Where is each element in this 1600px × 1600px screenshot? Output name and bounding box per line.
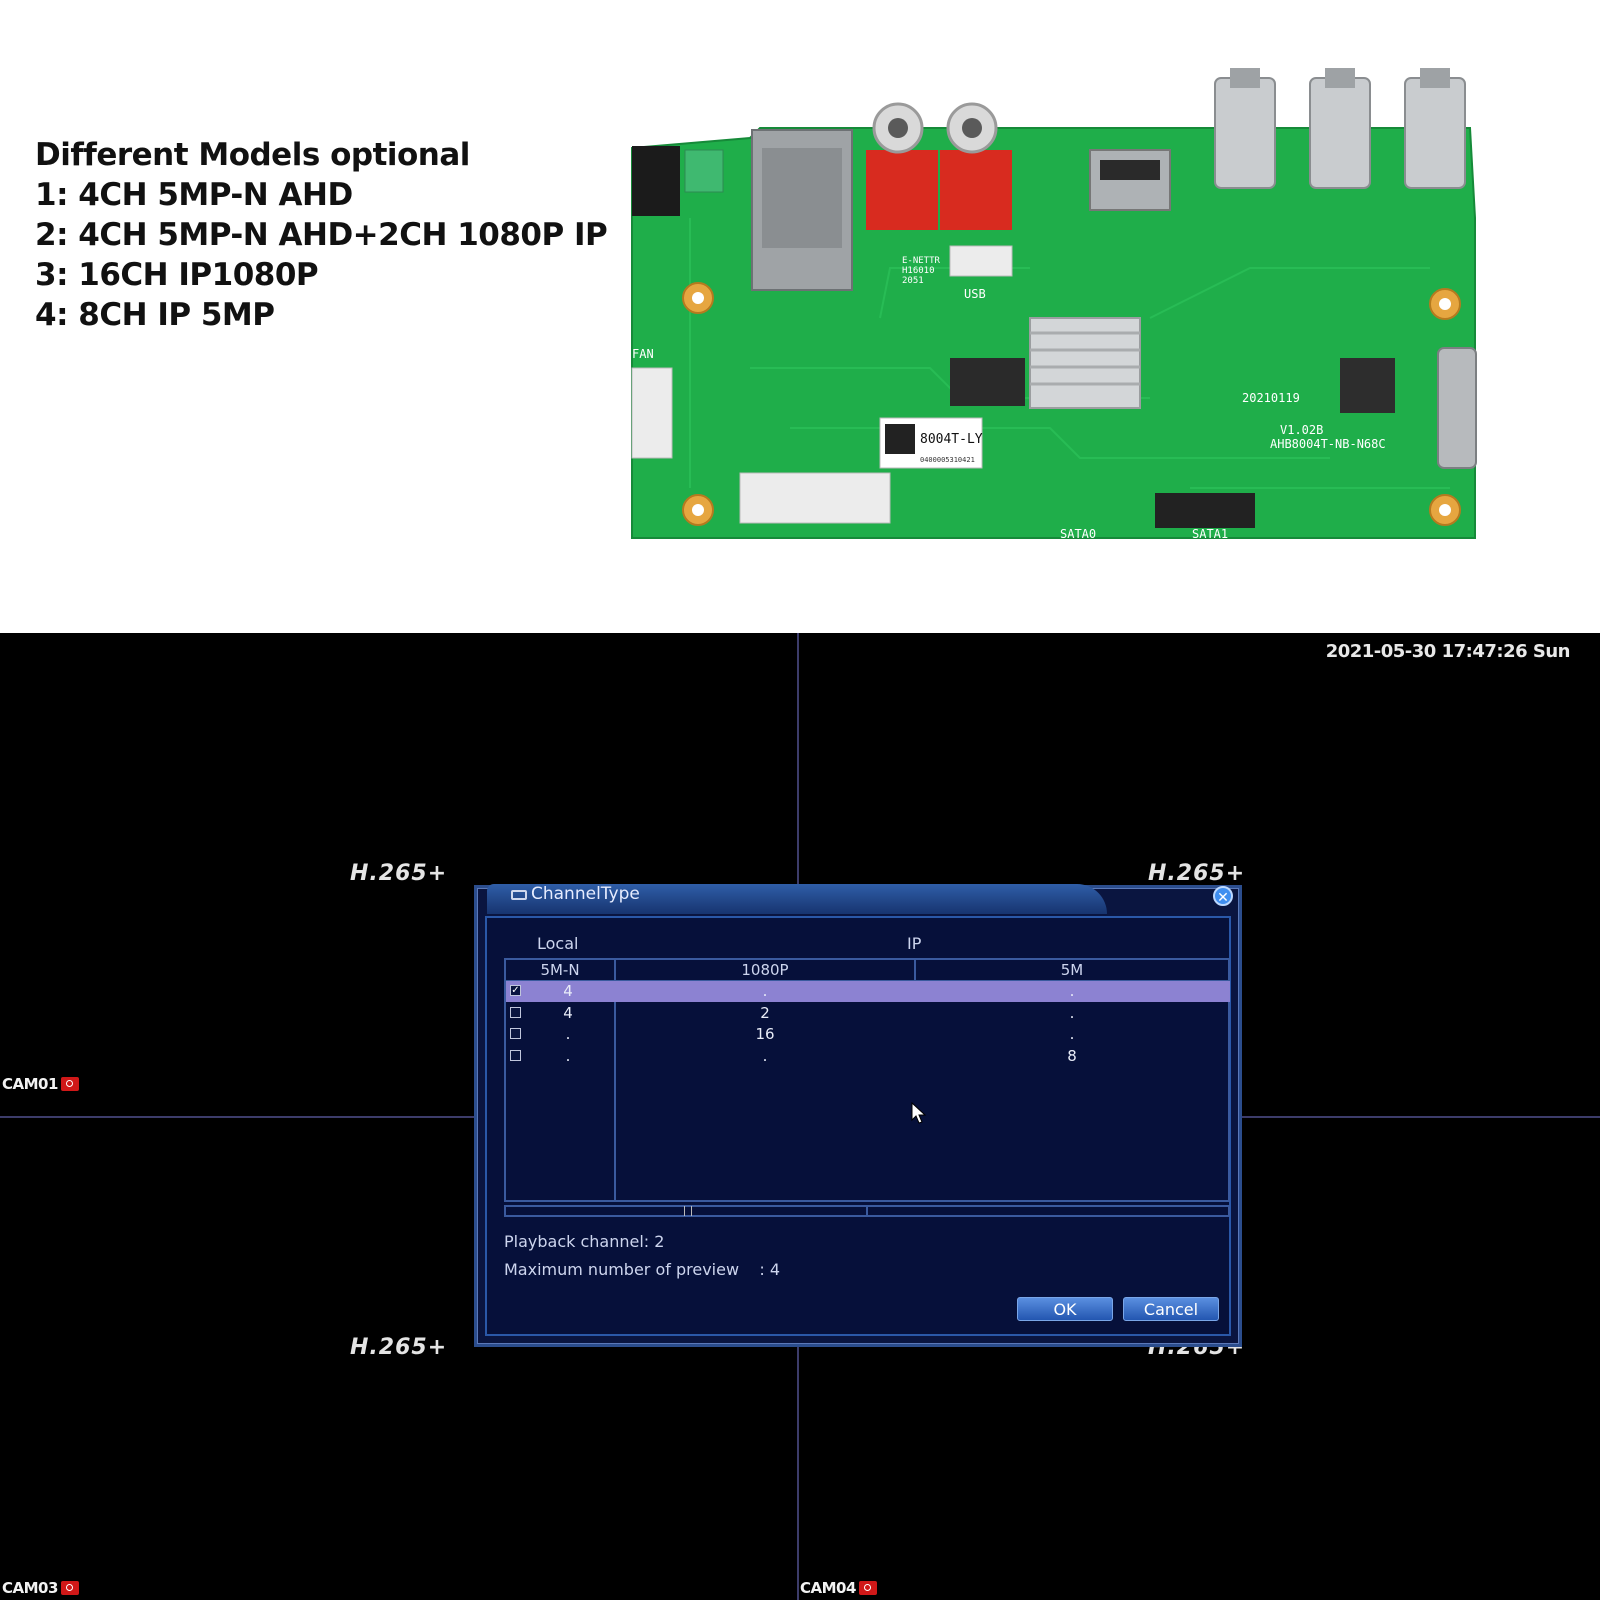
playback-channel-text: Playback channel: 2 (504, 1232, 665, 1251)
dvr-board-image: 8004T-LY 0400005310421 AHB8004T-NB-N68C … (630, 68, 1510, 558)
header-divider (506, 980, 1228, 981)
group-local-label: Local (537, 934, 579, 953)
row-checkbox[interactable]: ✓ (510, 985, 521, 996)
board-label-model: 8004T-LY (920, 432, 983, 447)
board-silk-date: 20210119 (1242, 391, 1300, 405)
table-row[interactable]: . 16 . (506, 1024, 1230, 1045)
board-silk-part: AHB8004T-NB-N68C (1270, 437, 1386, 451)
camera-label-cam03: CAM03 (2, 1579, 79, 1597)
model-option-4: 4: 8CH IP 5MP (35, 297, 275, 333)
column-divider (614, 960, 616, 1200)
table-row[interactable]: . . 8 (506, 1046, 1230, 1067)
dvr-monitor-screen: 2021-05-30 17:47:26 Sun H.265+ H.265+ H.… (0, 633, 1600, 1600)
horizontal-scrollbar[interactable] (504, 1205, 1230, 1217)
camera-label-cam04: CAM04 (800, 1579, 877, 1597)
system-datetime: 2021-05-30 17:47:26 Sun (1325, 641, 1571, 662)
codec-label-3: H.265+ (350, 1335, 448, 1360)
channel-type-dialog: ChannelType ✕ Local IP 5M-N 1080P 5M ✓ 4… (474, 884, 1242, 1347)
board-silk-sata1: SATA1 (1192, 527, 1228, 541)
camera-name: CAM04 (800, 1579, 856, 1597)
model-option-2: 2: 4CH 5MP-N AHD+2CH 1080P IP (35, 217, 608, 253)
group-ip-label: IP (907, 934, 922, 953)
codec-label-2: H.265+ (1148, 861, 1246, 886)
cell-5m: . (1069, 1025, 1075, 1043)
cell-5m-n: 4 (563, 982, 573, 1000)
dialog-title-bar[interactable]: ChannelType (487, 884, 1107, 914)
camera-label-cam01: CAM01 (2, 1075, 79, 1093)
cell-1080p: . (762, 982, 768, 1000)
record-icon (60, 1077, 79, 1091)
model-list: Different Models optional 1: 4CH 5MP-N A… (35, 135, 608, 335)
cell-5m-n: 4 (563, 1004, 573, 1022)
column-header-5m-n: 5M-N (540, 961, 580, 979)
board-silk-eth3: 2051 (902, 276, 924, 286)
ok-button[interactable]: OK (1017, 1297, 1113, 1321)
camera-name: CAM03 (2, 1579, 58, 1597)
scrollbar-thumb[interactable] (506, 1206, 868, 1216)
cancel-button[interactable]: Cancel (1123, 1297, 1219, 1321)
model-option-1: 1: 4CH 5MP-N AHD (35, 177, 353, 213)
cell-1080p: 2 (760, 1004, 770, 1022)
column-divider (914, 960, 916, 980)
camera-name: CAM01 (2, 1075, 58, 1093)
max-preview-text: Maximum number of preview : 4 (504, 1260, 781, 1279)
record-icon (60, 1581, 79, 1595)
row-checkbox[interactable] (510, 1028, 521, 1039)
row-checkbox[interactable] (510, 1007, 521, 1018)
column-header-5m: 5M (1060, 961, 1084, 979)
dialog-title: ChannelType (531, 884, 640, 904)
monitor-icon (511, 890, 527, 900)
column-header-1080p: 1080P (741, 961, 789, 979)
dialog-body: Local IP 5M-N 1080P 5M ✓ 4 . . 4 2 (485, 916, 1231, 1336)
channel-type-table: 5M-N 1080P 5M ✓ 4 . . 4 2 . . (504, 958, 1230, 1202)
cell-1080p: . (762, 1047, 768, 1065)
board-silk-version: V1.02B (1280, 423, 1323, 437)
model-heading: Different Models optional (35, 137, 470, 173)
table-row[interactable]: ✓ 4 . . (506, 981, 1230, 1002)
board-label-serial: 0400005310421 (920, 456, 975, 464)
board-silk-usb: USB (964, 287, 986, 301)
cell-5m: . (1069, 982, 1075, 1000)
codec-label-1: H.265+ (350, 861, 448, 886)
table-row[interactable]: 4 2 . (506, 1003, 1230, 1024)
cell-5m-n: . (565, 1047, 571, 1065)
cell-5m: . (1069, 1004, 1075, 1022)
model-option-3: 3: 16CH IP1080P (35, 257, 319, 293)
cell-5m: 8 (1067, 1047, 1077, 1065)
board-silk-eth2: H16010 (902, 266, 935, 276)
cell-1080p: 16 (755, 1025, 775, 1043)
cell-5m-n: . (565, 1025, 571, 1043)
board-silk-eth: E-NETTR (902, 256, 941, 266)
row-checkbox[interactable] (510, 1050, 521, 1061)
board-silk-fan: FAN (632, 347, 654, 361)
grip-icon (684, 1206, 692, 1216)
record-icon (858, 1581, 877, 1595)
close-icon[interactable]: ✕ (1213, 886, 1233, 906)
board-silk-sata0: SATA0 (1060, 527, 1096, 541)
